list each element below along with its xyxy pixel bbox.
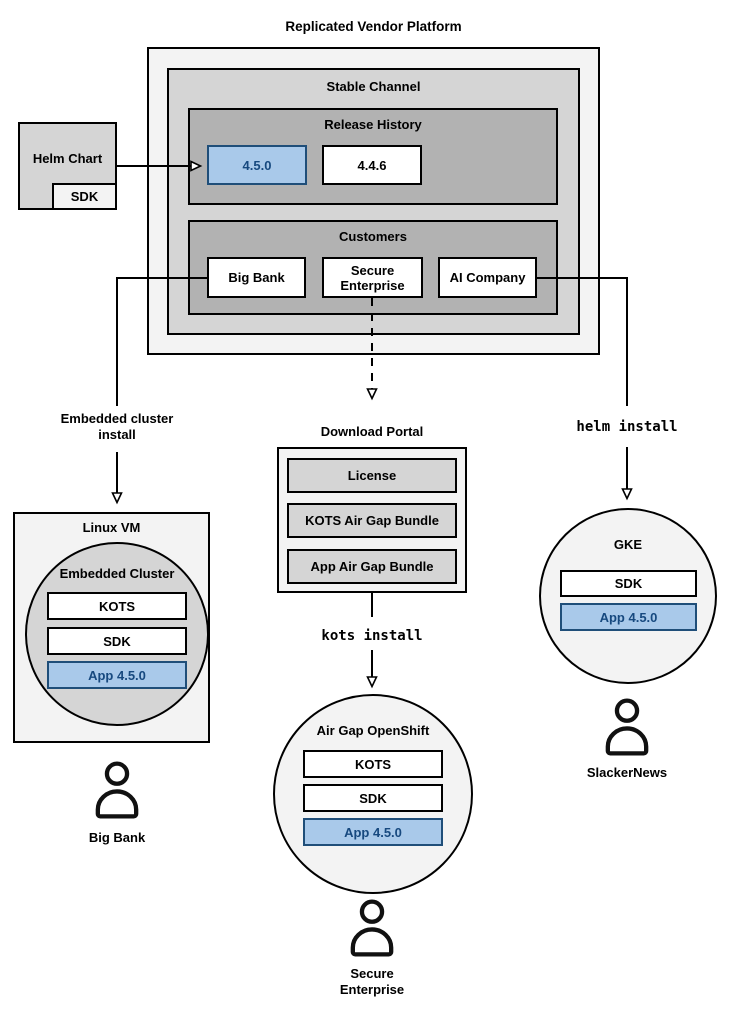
release-4-4-6-box: 4.4.6 <box>322 145 422 185</box>
linux-vm-kots-box: KOTS <box>47 592 187 620</box>
gke-label: GKE <box>613 537 643 552</box>
openshift-kots-box: KOTS <box>303 750 443 778</box>
gke-app-box: App 4.5.0 <box>560 603 697 631</box>
helm-chart-label: Helm Chart <box>32 150 103 166</box>
embedded-cluster-label: Embedded Cluster <box>59 566 175 581</box>
secure-enterprise-user-label: Secure Enterprise <box>339 966 405 997</box>
big-bank-user-label: Big Bank <box>88 830 146 845</box>
air-gap-openshift-label: Air Gap OpenShift <box>316 723 430 738</box>
customer-big-bank-box: Big Bank <box>207 257 306 298</box>
linux-vm-sdk-box: SDK <box>47 627 187 655</box>
release-history-label: Release History <box>324 117 422 132</box>
openshift-sdk-box: SDK <box>303 784 443 812</box>
portal-app-bundle-box: App Air Gap Bundle <box>287 549 457 584</box>
release-4-5-0-box: 4.5.0 <box>207 145 307 185</box>
slackernews-user-label: SlackerNews <box>586 765 668 780</box>
stable-channel-label: Stable Channel <box>326 79 421 94</box>
linux-vm-app-box: App 4.5.0 <box>47 661 187 689</box>
portal-kots-bundle-box: KOTS Air Gap Bundle <box>287 503 457 538</box>
customers-label: Customers <box>339 229 407 244</box>
download-portal-label: Download Portal <box>320 424 424 439</box>
embedded-cluster-install-label: Embedded cluster install <box>60 411 174 442</box>
portal-license-box: License <box>287 458 457 493</box>
helm-install-label: helm install <box>576 419 678 435</box>
person-icon <box>605 698 649 756</box>
person-icon <box>350 899 394 957</box>
kots-install-label: kots install <box>321 628 423 644</box>
person-icon <box>95 761 139 819</box>
customer-ai-company-box: AI Company <box>438 257 537 298</box>
customer-secure-enterprise-box: Secure Enterprise <box>322 257 423 298</box>
openshift-app-box: App 4.5.0 <box>303 818 443 846</box>
helm-chart-sdk-box: SDK <box>52 183 117 210</box>
diagram-title: Replicated Vendor Platform <box>285 19 462 34</box>
linux-vm-label: Linux VM <box>82 520 141 535</box>
gke-sdk-box: SDK <box>560 570 697 597</box>
